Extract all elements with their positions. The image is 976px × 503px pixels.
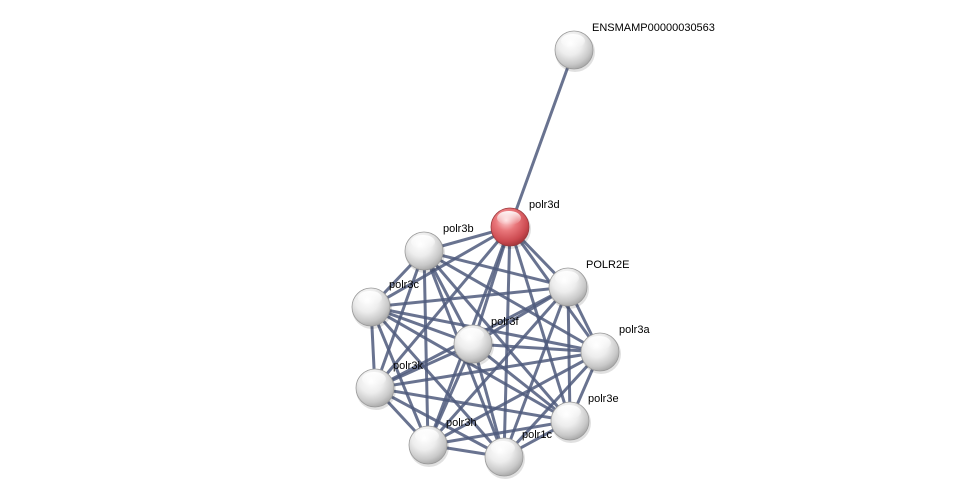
edge-polr3k-polr3e <box>373 386 572 423</box>
node-polr3c[interactable]: polr3c <box>351 279 419 329</box>
node-polr3k[interactable]: polr3k <box>355 360 423 410</box>
edge-polr2e-polr3c <box>369 285 570 309</box>
edge-polr3e-polr3h <box>426 419 572 447</box>
node-label-polr1c: polr1c <box>522 429 552 441</box>
node-label-polr3e: polr3e <box>588 393 619 405</box>
node-highlight <box>555 271 579 285</box>
node-polr1c[interactable]: polr1c <box>484 429 552 479</box>
node-ensmamp00000030563[interactable]: ENSMAMP00000030563 <box>554 22 715 72</box>
node-highlight <box>460 328 484 342</box>
edge-polr2e-polr1c <box>502 285 570 459</box>
edge-polr3f-polr3e <box>471 342 572 423</box>
node-label-polr3a: polr3a <box>619 324 650 336</box>
edge-polr3f-polr3a <box>471 342 602 354</box>
node-label-polr2e: POLR2E <box>586 259 629 271</box>
node-highlight <box>497 211 521 225</box>
node-highlight <box>411 235 435 249</box>
edge-polr3b-polr2e <box>422 249 570 289</box>
node-highlight <box>362 372 386 386</box>
edge-polr3a-polr3k <box>373 350 602 390</box>
edge-polr3d-ensmamp00000030563 <box>508 48 576 229</box>
node-highlight <box>561 34 585 48</box>
node-label-polr3f: polr3f <box>491 316 519 328</box>
node-polr3e[interactable]: polr3e <box>550 393 619 443</box>
node-polr2e[interactable]: POLR2E <box>548 259 629 309</box>
edge-polr3b-polr3h <box>422 249 430 447</box>
node-highlight <box>415 429 439 443</box>
edge-polr3c-polr3e <box>369 305 572 423</box>
node-highlight <box>358 291 382 305</box>
edge-polr3f-polr1c <box>471 342 506 459</box>
edge-polr3b-polr3k <box>373 249 426 390</box>
edge-polr3k-polr1c <box>373 386 506 459</box>
edge-polr3d-polr3c <box>369 225 512 309</box>
node-polr3f[interactable]: polr3f <box>453 316 519 366</box>
node-polr3a[interactable]: polr3a <box>580 324 650 374</box>
edge-polr3d-polr1c <box>502 225 512 459</box>
node-label-polr3d: polr3d <box>529 199 560 211</box>
edge-polr2e-polr3e <box>566 285 572 423</box>
node-label-polr3k: polr3k <box>393 360 423 372</box>
node-label-ensmamp00000030563: ENSMAMP00000030563 <box>592 22 715 34</box>
edge-polr3a-polr3h <box>426 350 602 447</box>
node-polr3h[interactable]: polr3h <box>408 417 477 467</box>
node-highlight <box>587 336 611 350</box>
edge-polr3c-polr1c <box>369 305 506 459</box>
node-highlight <box>491 441 515 455</box>
node-polr3b[interactable]: polr3b <box>404 223 474 273</box>
edge-polr3d-polr3e <box>508 225 572 423</box>
node-polr3d[interactable]: polr3d <box>490 199 560 249</box>
node-label-polr3h: polr3h <box>446 417 477 429</box>
edge-polr3b-polr3e <box>422 249 572 423</box>
edge-polr3d-polr3k <box>373 225 512 390</box>
edge-polr3b-polr3a <box>422 249 602 354</box>
node-highlight <box>557 405 581 419</box>
edge-polr3a-polr1c <box>502 350 602 459</box>
edge-polr2e-polr3h <box>426 285 570 447</box>
node-label-polr3c: polr3c <box>389 279 419 291</box>
node-label-polr3b: polr3b <box>443 223 474 235</box>
